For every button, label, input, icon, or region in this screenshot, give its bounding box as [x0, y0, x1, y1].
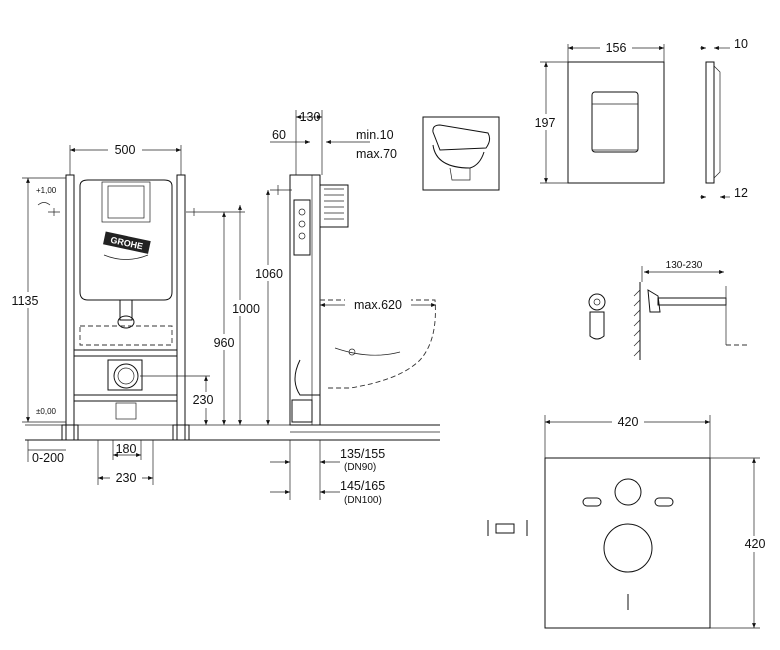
- dim-230-height-label: 230: [193, 393, 214, 407]
- dim-min10-label: min.10: [356, 128, 394, 142]
- dim-130-230-label: 130-230: [666, 260, 703, 271]
- dim-offset-label: 0-200: [32, 451, 64, 465]
- floor-mark-label: ±0,00: [36, 407, 57, 416]
- dim-mat-width-label: 420: [618, 415, 639, 429]
- brand-logo: GROHE: [103, 231, 151, 254]
- pipe-dn90-sub: (DN90): [344, 462, 376, 473]
- dimension-width-500: 500: [69, 142, 182, 175]
- pipe-dn100-label: 145/165: [340, 479, 385, 493]
- dimension-heights-right: 1000 960 1060 230: [188, 190, 288, 425]
- top-mark-label: +1,00: [36, 186, 57, 195]
- dim-max620-label: max.620: [354, 298, 402, 312]
- flush-plate-side: 10 12: [700, 37, 748, 200]
- sound-mat: [544, 457, 711, 629]
- dim-180-label: 180: [116, 442, 137, 456]
- dim-130-label: 130: [300, 110, 321, 124]
- dim-230-width-label: 230: [116, 471, 137, 485]
- side-dimensions: 130 60 min.10 max.70 max.620 135/155 (DN…: [270, 110, 436, 506]
- dim-60-label: 60: [272, 128, 286, 142]
- bracket-dimension: 130-230: [641, 260, 724, 282]
- dim-mat-height-label: 420: [745, 537, 766, 551]
- dim-500-label: 500: [115, 143, 136, 157]
- wc-pan-icon: [422, 116, 500, 191]
- dim-10-label: 10: [734, 37, 748, 51]
- side-view: [270, 174, 440, 433]
- pipe-dn90-label: 135/155: [340, 447, 385, 461]
- plate-dimensions: 156 197: [528, 40, 665, 184]
- dim-1000-label: 1000: [232, 302, 260, 316]
- flush-plate-front: [567, 61, 665, 184]
- wall-bracket: [588, 282, 748, 360]
- fixing-pin: [487, 520, 528, 536]
- frame-front-view: GROHE: [25, 174, 440, 441]
- dim-197-label: 197: [535, 116, 556, 130]
- mat-dimensions: 420 420: [544, 413, 773, 629]
- pipe-dn100-sub: (DN100): [344, 495, 382, 506]
- dim-max70-label: max.70: [356, 147, 397, 161]
- dimension-bottom: 180 230 0-200: [27, 440, 154, 485]
- dim-156-label: 156: [606, 41, 627, 55]
- dim-1060-label: 1060: [255, 267, 283, 281]
- dim-1135-label: 1135: [12, 294, 39, 308]
- dimension-height-1135: 1135 +1,00 ±0,00: [4, 177, 66, 423]
- dim-960-label: 960: [214, 336, 235, 350]
- dim-12-label: 12: [734, 186, 748, 200]
